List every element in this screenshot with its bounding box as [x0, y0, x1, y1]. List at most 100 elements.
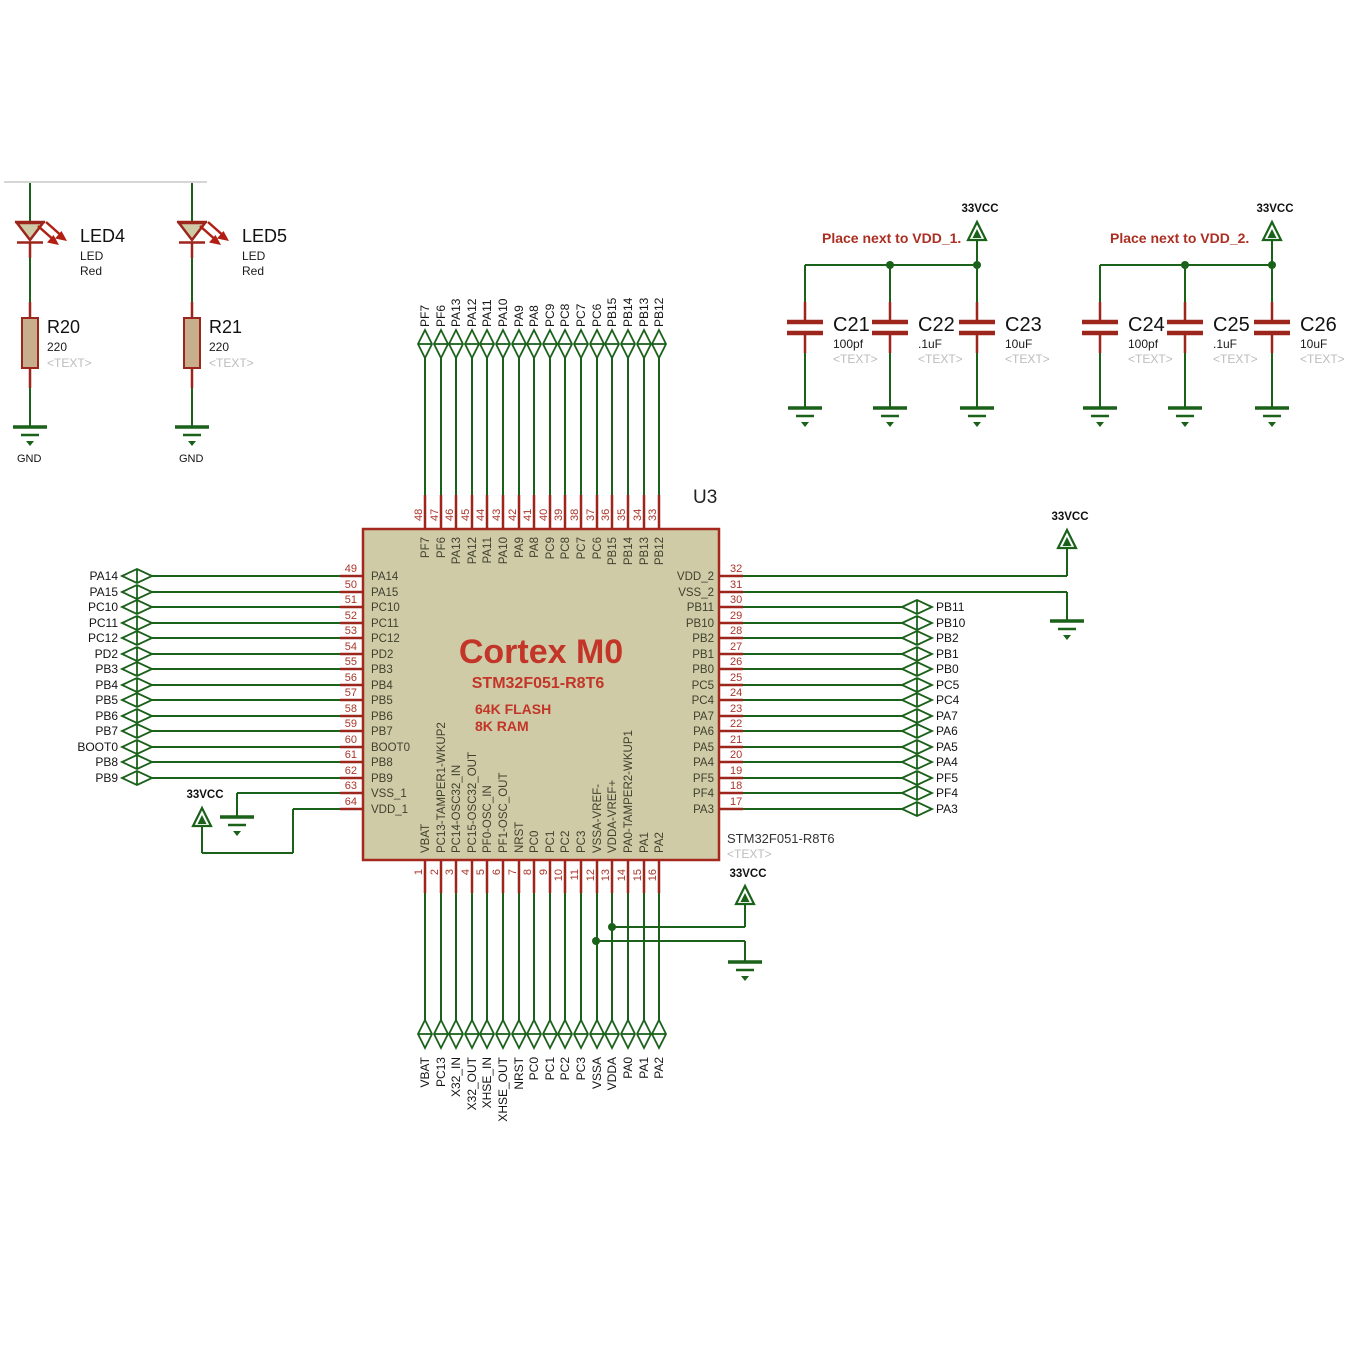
- pin-name: PA11: [482, 537, 494, 563]
- pin-name: PB1: [692, 649, 714, 661]
- terminal-PC9[interactable]: [542, 329, 558, 359]
- terminal-label: PA1: [637, 1057, 651, 1079]
- terminal-PC3[interactable]: [573, 1019, 589, 1049]
- terminal-PA0[interactable]: [620, 1019, 636, 1049]
- terminal-PA15[interactable]: [121, 584, 153, 600]
- terminal-PC2[interactable]: [557, 1019, 573, 1049]
- terminal-PA9[interactable]: [511, 329, 527, 359]
- cap-value: 100pf: [833, 337, 864, 351]
- terminal-PA7[interactable]: [901, 708, 933, 724]
- vcc-label: 33VCC: [961, 203, 998, 215]
- terminal-PF7[interactable]: [417, 329, 433, 359]
- terminal-PA6[interactable]: [901, 723, 933, 739]
- terminal-X32_IN[interactable]: [448, 1019, 464, 1049]
- terminal-PB0[interactable]: [901, 661, 933, 677]
- capacitor-symbol[interactable]: [1253, 265, 1291, 429]
- capacitor-symbol[interactable]: [958, 265, 996, 429]
- terminal-XHSE_OUT[interactable]: [495, 1019, 511, 1049]
- vcc-power-symbol[interactable]: [191, 806, 213, 828]
- gnd-symbol[interactable]: [871, 406, 909, 429]
- terminal-PB8[interactable]: [121, 754, 153, 770]
- gnd-symbol[interactable]: [11, 425, 49, 448]
- terminal-PB3[interactable]: [121, 661, 153, 677]
- terminal-PC12[interactable]: [121, 630, 153, 646]
- terminal-PB9[interactable]: [121, 770, 153, 786]
- gnd-symbol[interactable]: [958, 406, 996, 429]
- terminal-NRST[interactable]: [511, 1019, 527, 1049]
- chip-left-pins: 49PA14PA1450PA15PA1551PC10PC1052PC11PC11…: [77, 563, 410, 816]
- terminal-PC13[interactable]: [433, 1019, 449, 1049]
- terminal-PF6[interactable]: [433, 329, 449, 359]
- terminal-PC11[interactable]: [121, 615, 153, 631]
- resistor-r21[interactable]: [183, 317, 201, 369]
- terminal-PB7[interactable]: [121, 723, 153, 739]
- terminal-PB1[interactable]: [901, 646, 933, 662]
- terminal-XHSE_IN[interactable]: [479, 1019, 495, 1049]
- terminal-PA13[interactable]: [448, 329, 464, 359]
- terminal-VDDA[interactable]: [604, 1019, 620, 1049]
- gnd-symbol[interactable]: [1081, 406, 1119, 429]
- terminal-PA2[interactable]: [651, 1019, 667, 1049]
- terminal-PB10[interactable]: [901, 615, 933, 631]
- terminal-PA1[interactable]: [636, 1019, 652, 1049]
- terminal-PB11[interactable]: [901, 599, 933, 615]
- terminal-BOOT0[interactable]: [121, 739, 153, 755]
- terminal-PB12[interactable]: [651, 329, 667, 359]
- terminal-PA11[interactable]: [479, 329, 495, 359]
- gnd-symbol[interactable]: [173, 425, 211, 448]
- terminal-PC6[interactable]: [589, 329, 605, 359]
- led5-symbol[interactable]: [176, 220, 231, 247]
- terminal-PB6[interactable]: [121, 708, 153, 724]
- terminal-X32_OUT[interactable]: [464, 1019, 480, 1049]
- vcc-power-symbol[interactable]: [734, 884, 756, 906]
- pin-name: PC0: [529, 831, 541, 853]
- terminal-PC4[interactable]: [901, 692, 933, 708]
- terminal-PA4[interactable]: [901, 754, 933, 770]
- resistor-r20[interactable]: [21, 317, 39, 369]
- terminal-PA14[interactable]: [121, 568, 153, 584]
- gnd-symbol[interactable]: [726, 960, 764, 983]
- terminal-PC1[interactable]: [542, 1019, 558, 1049]
- capacitor-symbol[interactable]: [786, 265, 824, 429]
- terminal-PF5[interactable]: [901, 770, 933, 786]
- terminal-PF4[interactable]: [901, 785, 933, 801]
- terminal-PB15[interactable]: [604, 329, 620, 359]
- terminal-PC7[interactable]: [573, 329, 589, 359]
- pin-number: 49: [345, 563, 357, 575]
- gnd-symbol[interactable]: [1253, 406, 1291, 429]
- terminal-PB2[interactable]: [901, 630, 933, 646]
- vcc-power-symbol[interactable]: [1261, 220, 1283, 242]
- gnd-symbol[interactable]: [786, 406, 824, 429]
- terminal-PC10[interactable]: [121, 599, 153, 615]
- vcc-power-symbol[interactable]: [966, 220, 988, 242]
- pin-number: 28: [730, 625, 742, 637]
- terminal-VSSA[interactable]: [589, 1019, 605, 1049]
- terminal-PA5[interactable]: [901, 739, 933, 755]
- pin-name: PA4: [693, 757, 714, 769]
- capacitor-symbol[interactable]: [1166, 265, 1204, 429]
- terminal-PB13[interactable]: [636, 329, 652, 359]
- vcc-power-symbol[interactable]: [1056, 528, 1078, 550]
- gnd-symbol[interactable]: [1048, 619, 1086, 642]
- terminal-PA3[interactable]: [901, 801, 933, 817]
- gnd-symbol[interactable]: [1166, 406, 1204, 429]
- chip-designator: U3: [693, 487, 717, 508]
- led4-symbol[interactable]: [14, 220, 69, 247]
- terminal-PD2[interactable]: [121, 646, 153, 662]
- terminal-VBAT[interactable]: [417, 1019, 433, 1049]
- terminal-PB4[interactable]: [121, 677, 153, 693]
- terminal-PA12[interactable]: [464, 329, 480, 359]
- terminal-label: PC13: [434, 1057, 448, 1087]
- pin-number: 1: [413, 869, 425, 875]
- capacitor-symbol[interactable]: [1081, 265, 1119, 429]
- gnd-symbol[interactable]: [218, 815, 256, 838]
- terminal-PB5[interactable]: [121, 692, 153, 708]
- terminal-PB14[interactable]: [620, 329, 636, 359]
- terminal-PA10[interactable]: [495, 329, 511, 359]
- terminal-PA8[interactable]: [526, 329, 542, 359]
- terminal-PC0[interactable]: [526, 1019, 542, 1049]
- terminal-PC5[interactable]: [901, 677, 933, 693]
- chip-body[interactable]: [361, 527, 721, 862]
- terminal-PC8[interactable]: [557, 329, 573, 359]
- capacitor-symbol[interactable]: [871, 265, 909, 429]
